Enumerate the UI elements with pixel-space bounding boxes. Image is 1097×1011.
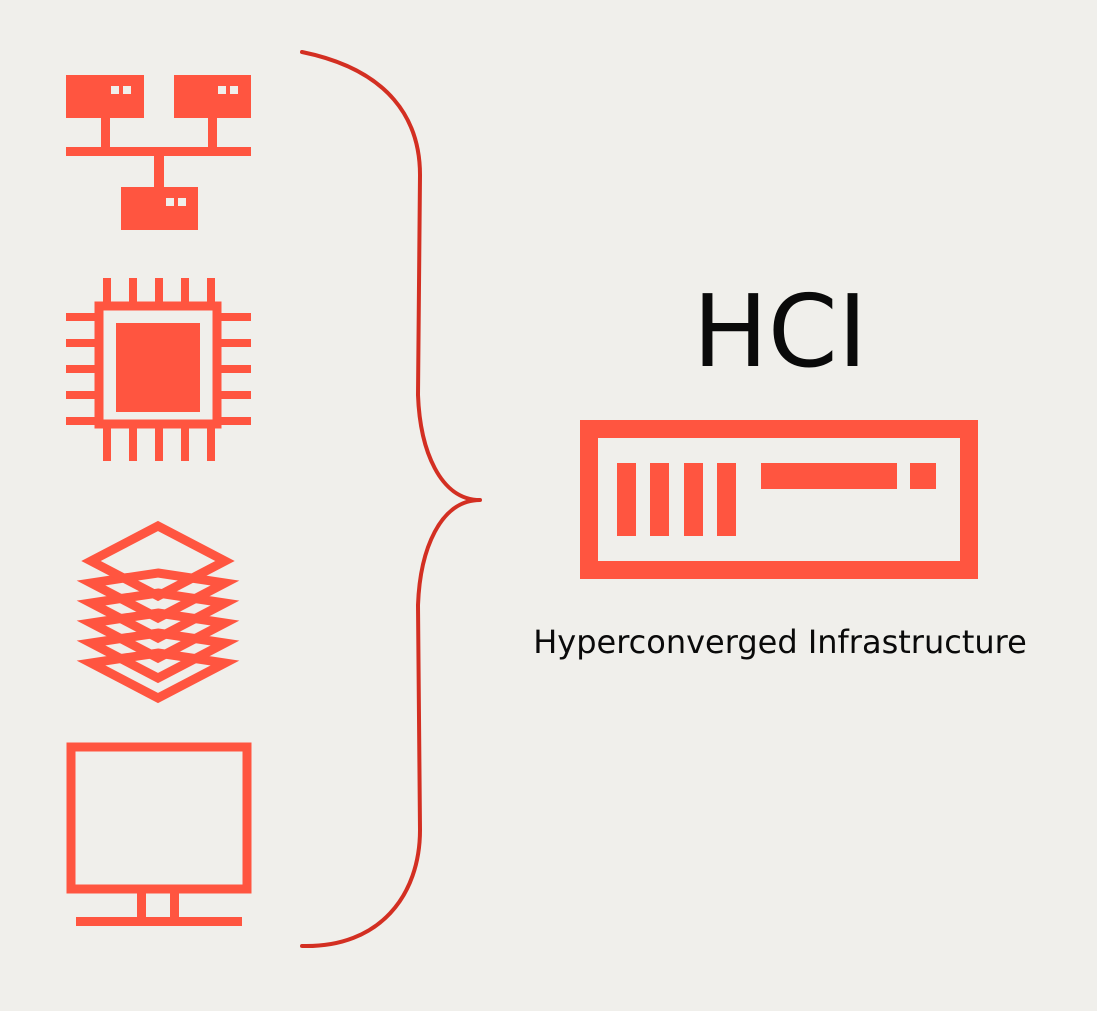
hci-title: HCI (692, 273, 868, 390)
cpu-chip-icon (66, 278, 251, 461)
network-icon (66, 75, 251, 230)
storage-layers-icon (76, 520, 240, 704)
hci-subtitle: Hyperconverged Infrastructure (533, 623, 1027, 661)
curly-brace (300, 50, 482, 949)
monitor-icon (66, 742, 252, 926)
server-appliance-icon (580, 420, 978, 579)
